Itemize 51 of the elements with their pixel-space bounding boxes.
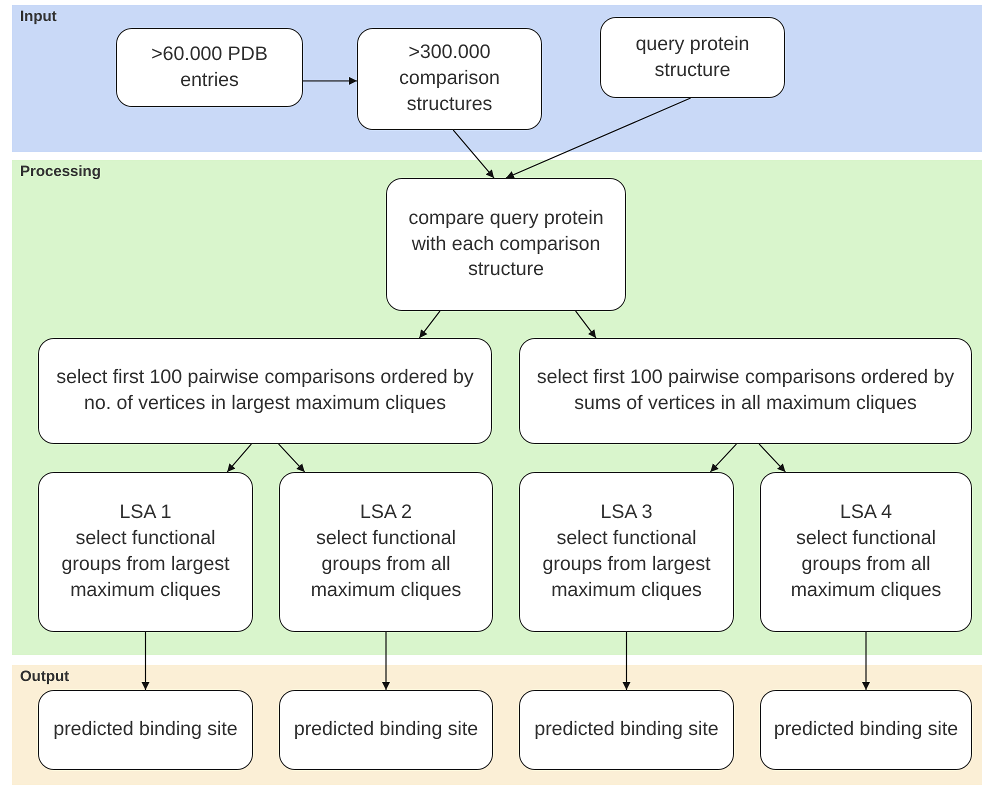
box-text: predicted binding site xyxy=(774,717,958,742)
box-text: compare query protein with each comparison structure xyxy=(407,206,605,282)
process-box xyxy=(38,690,253,770)
section-heading: Processing xyxy=(20,163,101,180)
arrow xyxy=(758,444,786,472)
section-band xyxy=(12,665,982,785)
process-box xyxy=(279,472,493,632)
arrow xyxy=(710,444,737,472)
arrow xyxy=(506,97,691,179)
section-band xyxy=(12,160,982,655)
process-box xyxy=(760,472,972,632)
box-text: select functional groups from all maximum cliques xyxy=(310,526,462,603)
box-text: predicted binding site xyxy=(534,717,719,742)
process-box xyxy=(760,690,972,770)
process-box xyxy=(357,28,542,130)
arrow xyxy=(142,632,150,690)
box-text: select first 100 pairwise comparisons ordered by no. of vertices in largest maximum cliques xyxy=(55,365,475,416)
box-text: select functional groups from all maximum cliques xyxy=(790,526,942,603)
arrow xyxy=(303,76,357,85)
box-text: >300.000 comparison structures xyxy=(398,40,501,117)
process-box xyxy=(38,338,492,444)
section-heading: Output xyxy=(20,668,70,685)
section-heading: Input xyxy=(20,8,57,25)
process-box xyxy=(38,472,253,632)
arrow xyxy=(575,310,596,338)
box-text: select first 100 pairwise comparisons ordered by sums of vertices in all maximum cliques xyxy=(536,365,956,416)
arrow xyxy=(622,632,630,690)
arrow xyxy=(226,444,252,472)
process-box xyxy=(519,690,734,770)
box-heading: LSA 4 xyxy=(840,500,892,526)
arrow xyxy=(862,632,870,690)
process-box xyxy=(519,472,734,632)
process-box xyxy=(600,17,785,98)
arrow xyxy=(452,130,494,178)
process-box xyxy=(279,690,493,770)
box-heading: LSA 2 xyxy=(360,500,412,526)
box-text: select functional groups from largest maximum cliques xyxy=(542,526,712,603)
arrow xyxy=(418,310,440,338)
arrow xyxy=(278,444,306,472)
process-box xyxy=(386,178,626,311)
process-box xyxy=(116,28,303,107)
box-text: >60.000 PDB entries xyxy=(150,42,269,92)
process-box xyxy=(519,338,972,444)
box-heading: LSA 1 xyxy=(119,500,172,526)
box-text: predicted binding site xyxy=(294,717,478,742)
box-heading: LSA 3 xyxy=(600,500,653,526)
section-band xyxy=(12,5,982,152)
box-text: query protein structure xyxy=(634,32,750,82)
box-text: select functional groups from largest maximum cliques xyxy=(60,526,230,603)
box-text: predicted binding site xyxy=(53,717,238,742)
arrow xyxy=(382,632,390,690)
